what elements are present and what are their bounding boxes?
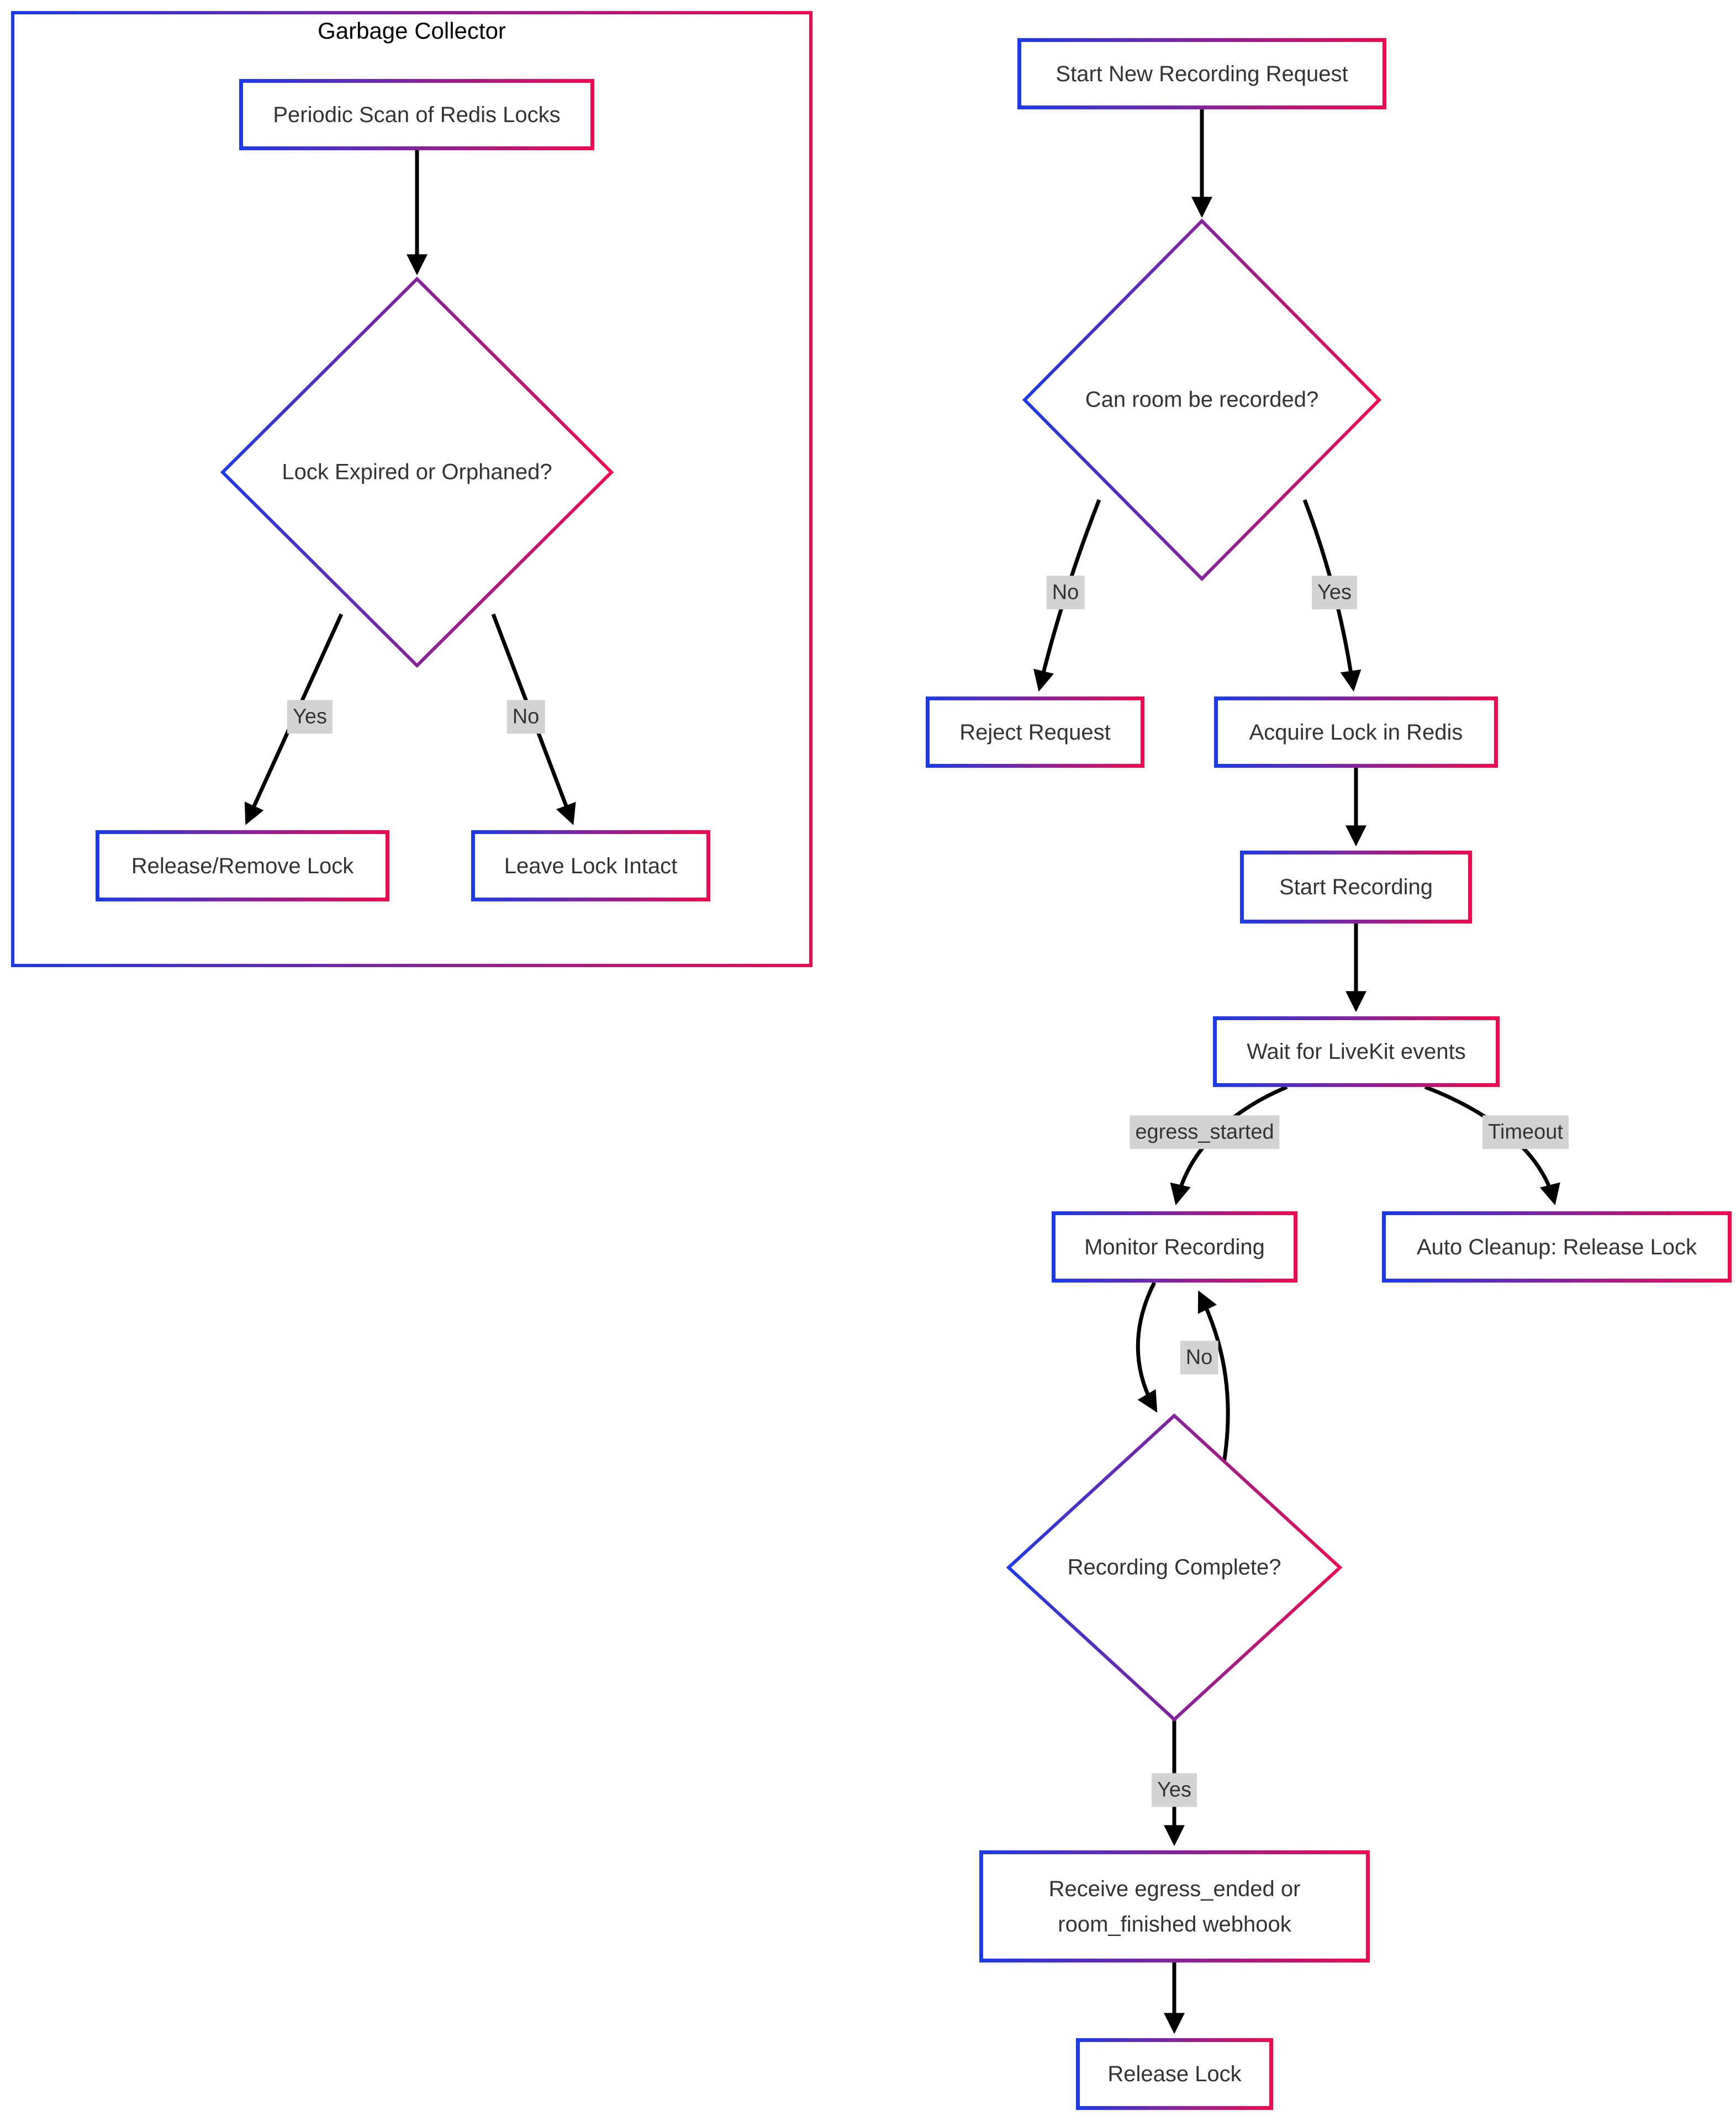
- node-recording-complete-diamond: [1006, 1413, 1343, 1722]
- node-start-request-label: Start New Recording Request: [1056, 61, 1348, 86]
- edge-monitor-to-complete: [1136, 1281, 1158, 1413]
- node-leave-lock-intact-label: Leave Lock Intact: [504, 853, 678, 878]
- edge-label-main-yes: Yes: [1312, 576, 1357, 610]
- node-start-request: Start New Recording Request: [1017, 38, 1386, 109]
- node-periodic-scan: Periodic Scan of Redis Locks: [239, 79, 594, 150]
- node-can-record-diamond: [1022, 218, 1382, 582]
- node-reject-request: Reject Request: [926, 697, 1144, 768]
- node-release-lock: Release Lock: [1076, 2038, 1273, 2110]
- node-auto-cleanup: Auto Cleanup: Release Lock: [1382, 1211, 1732, 1283]
- edge-label-loop-no: No: [1180, 1341, 1218, 1375]
- node-acquire-lock-label: Acquire Lock in Redis: [1249, 720, 1463, 745]
- edge-label-egress-started: egress_started: [1130, 1115, 1280, 1149]
- node-release-lock-label: Release Lock: [1107, 2062, 1242, 2086]
- node-leave-lock-intact: Leave Lock Intact: [471, 830, 710, 901]
- node-periodic-scan-label: Periodic Scan of Redis Locks: [273, 102, 561, 127]
- node-can-record-label: Can room be recorded?: [1085, 387, 1319, 412]
- edge-label-gc-no: No: [506, 700, 545, 734]
- node-acquire-lock: Acquire Lock in Redis: [1214, 697, 1498, 768]
- node-wait-events: Wait for LiveKit events: [1213, 1016, 1500, 1087]
- edge-complete-no-loop: [1197, 1290, 1230, 1463]
- edge-label-timeout: Timeout: [1482, 1115, 1569, 1149]
- node-start-recording: Start Recording: [1240, 851, 1472, 924]
- node-monitor-recording-label: Monitor Recording: [1084, 1234, 1265, 1259]
- node-release-remove-lock: Release/Remove Lock: [96, 830, 389, 901]
- edge-label-gc-yes: Yes: [287, 700, 333, 734]
- node-lock-expired-label: Lock Expired or Orphaned?: [282, 460, 552, 484]
- node-reject-request-label: Reject Request: [959, 720, 1111, 745]
- node-receive-webhook-label: Receive egress_ended or room_finished we…: [1048, 1876, 1301, 1937]
- node-start-recording-label: Start Recording: [1279, 875, 1433, 899]
- node-wait-events-label: Wait for LiveKit events: [1247, 1040, 1466, 1064]
- edge-label-complete-yes: Yes: [1152, 1773, 1197, 1807]
- node-release-remove-lock-label: Release/Remove Lock: [131, 853, 354, 878]
- node-lock-expired-diamond: [220, 276, 614, 668]
- node-monitor-recording: Monitor Recording: [1052, 1211, 1297, 1283]
- edge-label-main-no: No: [1046, 576, 1085, 610]
- node-auto-cleanup-label: Auto Cleanup: Release Lock: [1417, 1234, 1697, 1259]
- cluster-title: Garbage Collector: [318, 18, 506, 44]
- node-recording-complete-label: Recording Complete?: [1067, 1555, 1281, 1580]
- node-receive-webhook: Receive egress_ended or room_finished we…: [979, 1850, 1370, 1962]
